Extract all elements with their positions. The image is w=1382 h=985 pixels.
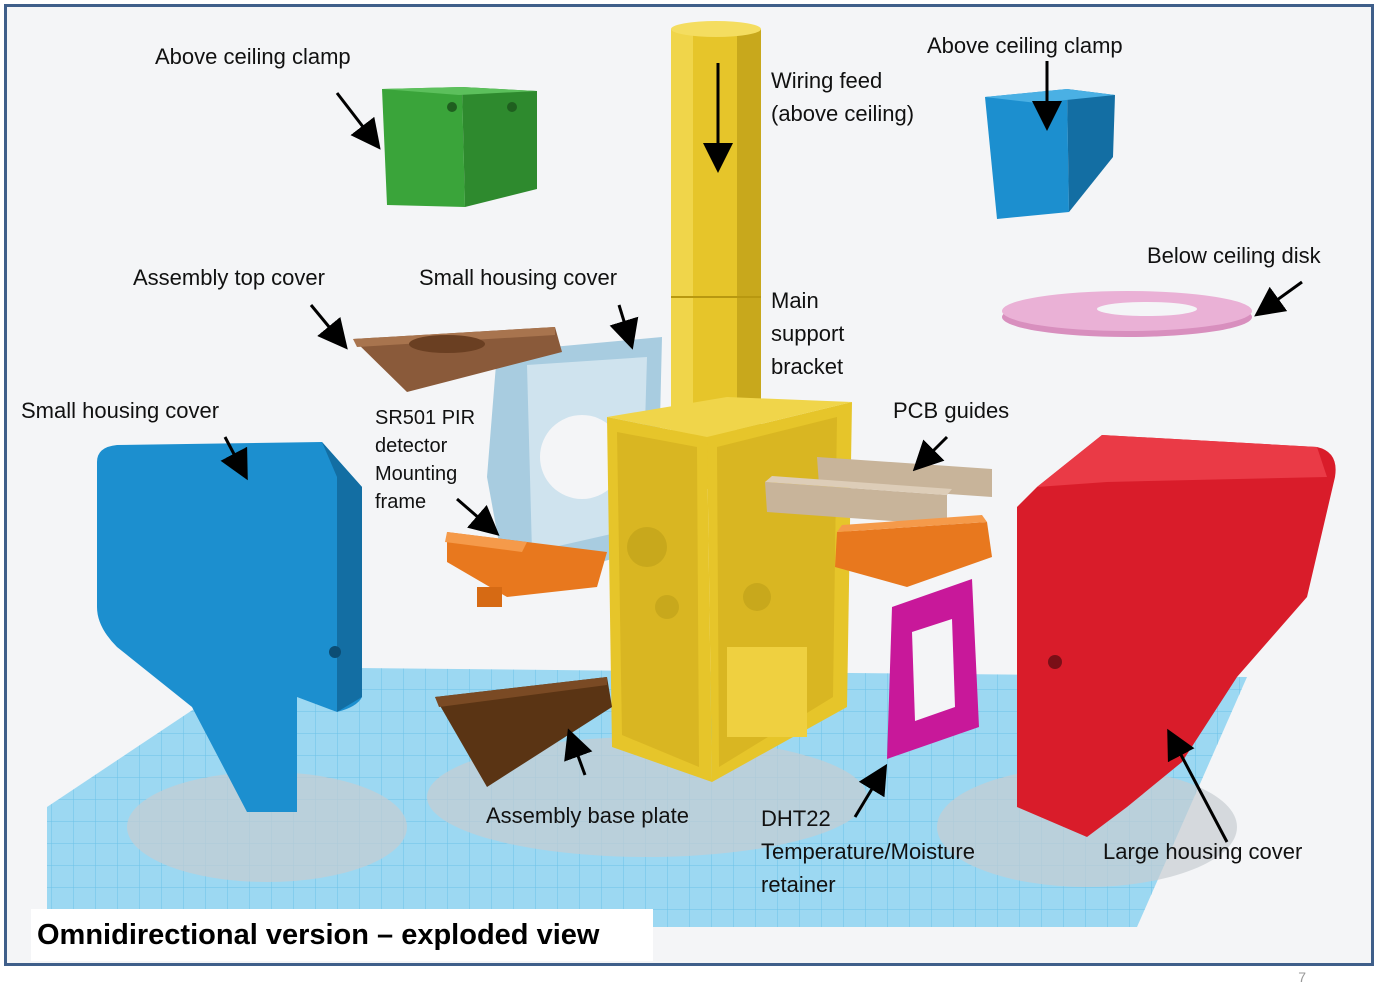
page-number: 7 — [1298, 969, 1306, 985]
shadows — [127, 737, 1237, 887]
slide-caption: Omnidirectional version – exploded view — [31, 909, 653, 961]
label-dht22-retainer: DHT22 Temperature/Moisture retainer — [761, 806, 975, 897]
exploded-view-scene — [47, 21, 1336, 927]
label-small-housing-cover-left: Small housing cover — [21, 398, 220, 423]
pcb-guides — [765, 457, 992, 525]
label-assembly-top-cover: Assembly top cover — [133, 265, 325, 290]
clamp-green — [382, 87, 537, 207]
label-above-ceiling-clamp-right: Above ceiling clamp — [927, 33, 1123, 58]
callout-arrows — [220, 61, 1303, 843]
label-large-housing-cover: Large housing cover — [1103, 839, 1303, 864]
label-wiring-feed: Wiring feed (above ceiling) — [771, 68, 915, 126]
main-support-bracket — [607, 397, 852, 782]
large-housing-cover — [1017, 435, 1336, 837]
dht22-retainer — [887, 579, 979, 759]
label-pcb-guides: PCB guides — [893, 398, 1010, 423]
slide-frame: Above ceiling clamp Above ceiling clamp … — [4, 4, 1374, 966]
below-ceiling-disk — [1002, 291, 1252, 337]
pir-frame-right — [835, 515, 992, 587]
label-assembly-base-plate: Assembly base plate — [486, 803, 689, 828]
label-below-ceiling-disk: Below ceiling disk — [1147, 243, 1321, 268]
pir-frame-left — [445, 532, 607, 607]
clamp-blue — [985, 89, 1115, 219]
label-above-ceiling-clamp-left: Above ceiling clamp — [155, 44, 351, 69]
label-pir-frame: SR501 PIR detector Mounting frame — [375, 407, 476, 513]
assembly-top-cover — [353, 327, 562, 392]
label-main-support-bracket: Main support bracket — [771, 288, 845, 379]
small-housing-cover-left — [97, 442, 362, 812]
label-small-housing-cover-top: Small housing cover — [419, 265, 618, 290]
assembly-base-plate — [435, 677, 612, 787]
